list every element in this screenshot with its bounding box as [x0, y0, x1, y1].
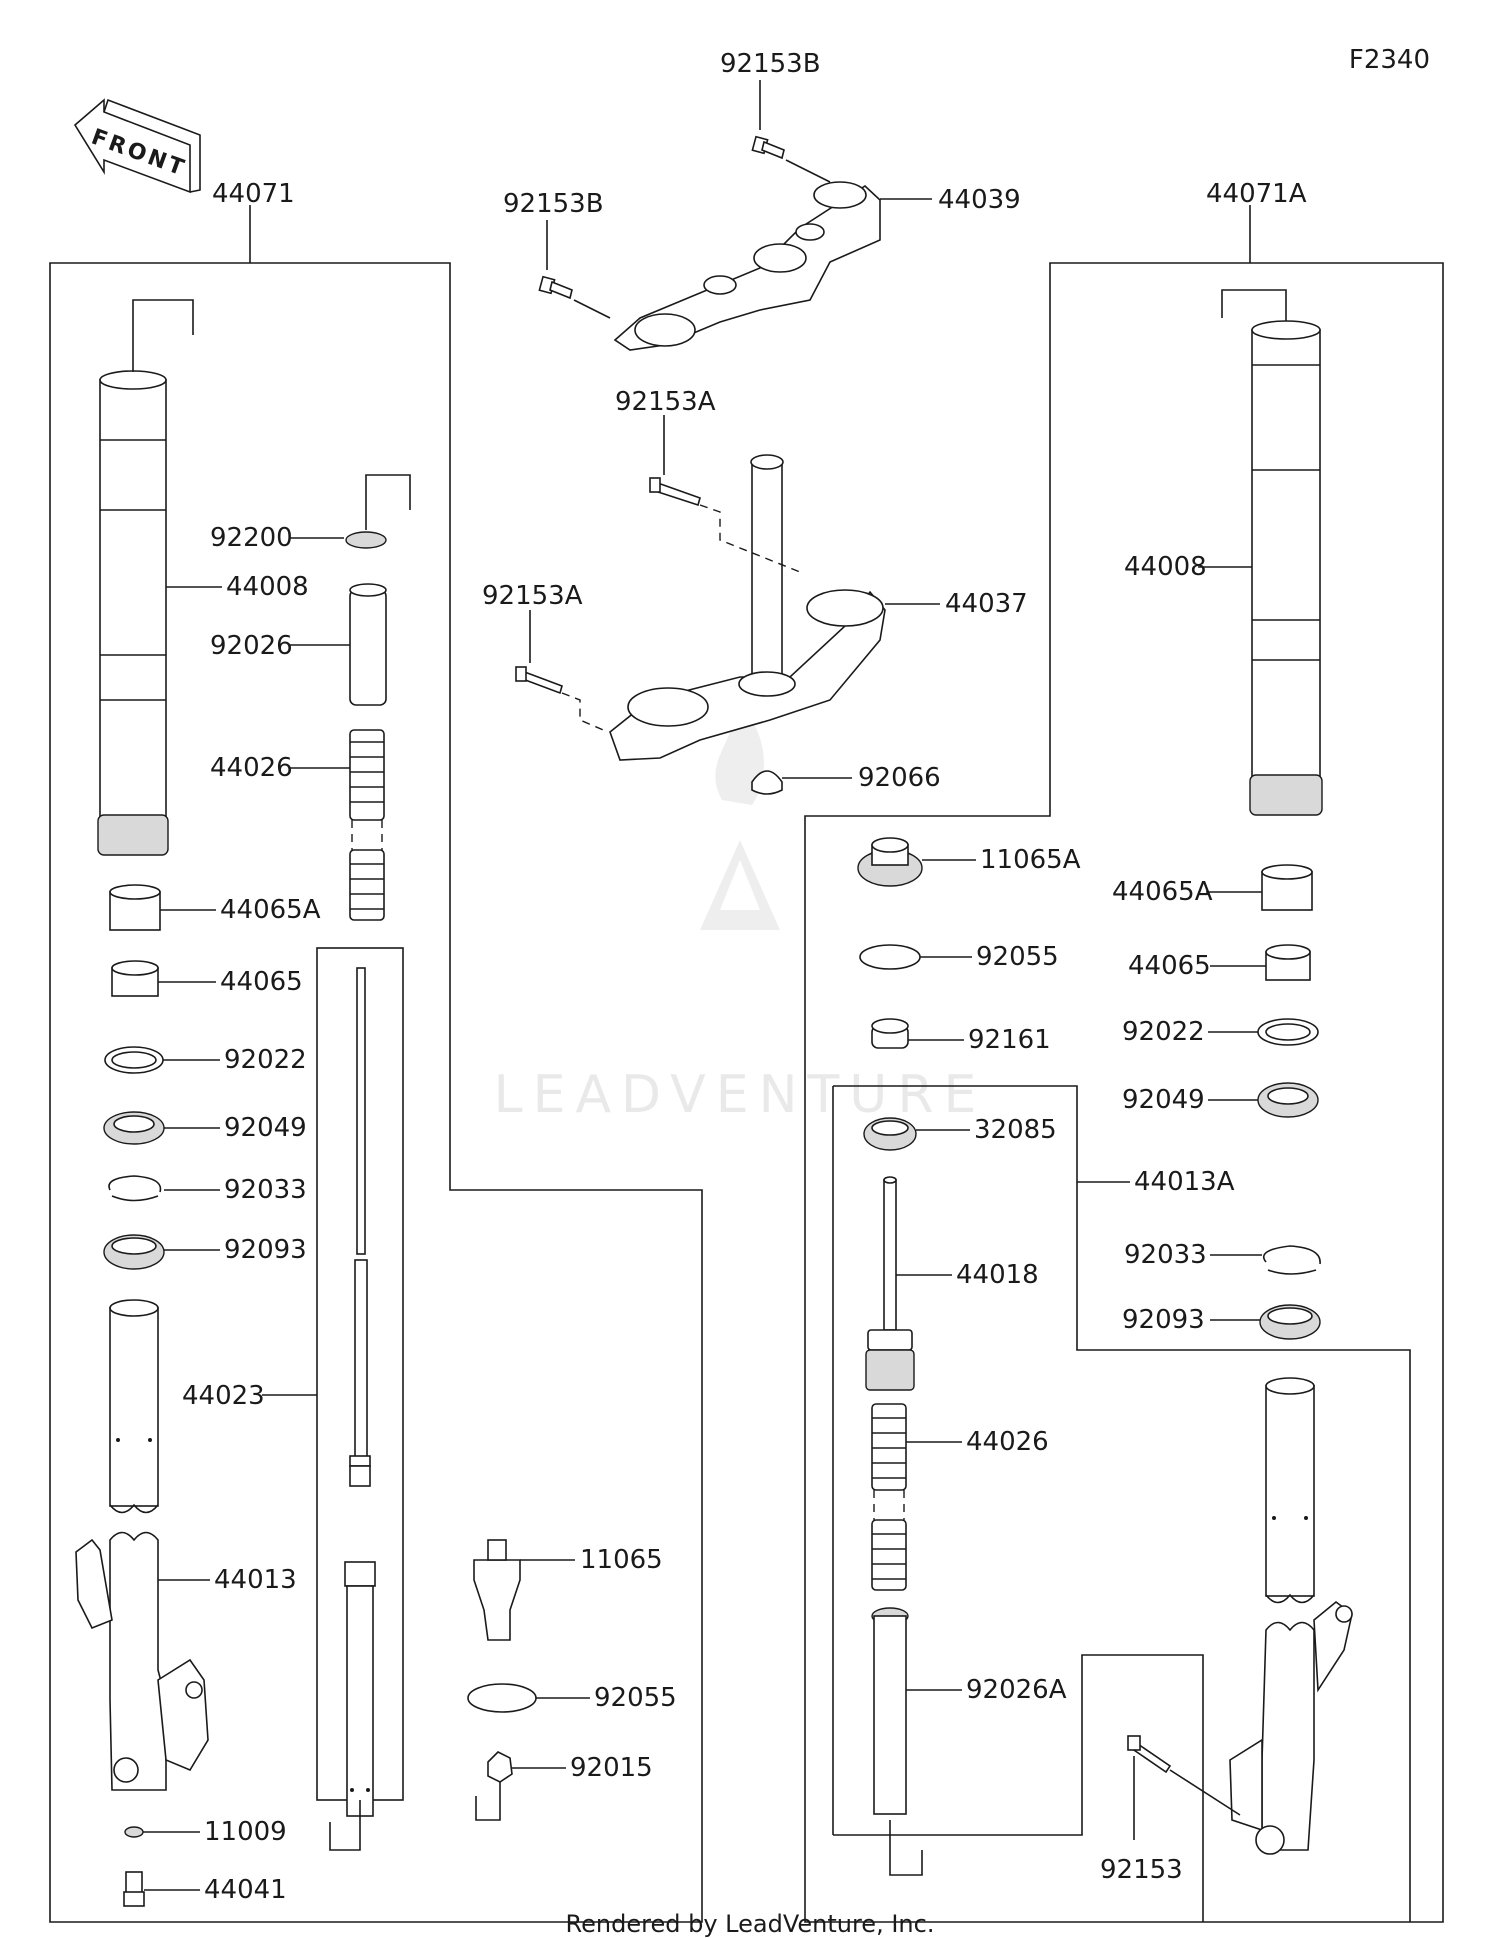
- bolt-92153a-top: [649, 477, 701, 507]
- label-92153: 92153: [1100, 1855, 1183, 1885]
- label-11065: 11065: [580, 1545, 663, 1575]
- inner-tube-right: [1265, 1377, 1315, 1604]
- label-92093-left: 92093: [224, 1235, 307, 1265]
- spring-44026-left: [349, 729, 385, 921]
- right-fork-frame: [804, 262, 1444, 1923]
- outer-tube-right: [1249, 320, 1323, 816]
- cap-bolt-11065a: [857, 837, 923, 887]
- cap-bolt-11065: [473, 1539, 521, 1641]
- spacer-92026a: [871, 1607, 909, 1815]
- label-44041: 44041: [204, 1875, 287, 1905]
- spring-44026-right: [871, 1403, 907, 1591]
- circlip-92033-left: [108, 1175, 162, 1202]
- label-44026-right: 44026: [966, 1427, 1049, 1457]
- label-92055-center: 92055: [594, 1683, 677, 1713]
- collar-92200: [345, 531, 387, 549]
- label-11009: 11009: [204, 1817, 287, 1847]
- label-92161: 92161: [968, 1025, 1051, 1055]
- nut-92161: [871, 1018, 909, 1049]
- label-44071: 44071: [212, 179, 295, 209]
- label-44013a: 44013A: [1134, 1167, 1235, 1197]
- part-labels: 92153B 44039 92153B 44071 44071A 92153A …: [182, 49, 1307, 1905]
- label-44037: 44037: [945, 589, 1028, 619]
- label-92153b-left: 92153B: [503, 189, 604, 219]
- washer-92022-left: [104, 1046, 164, 1074]
- label-92055-right: 92055: [976, 942, 1059, 972]
- label-44071a: 44071A: [1206, 179, 1307, 209]
- spacer-92026: [349, 583, 387, 706]
- washer-11009: [124, 1826, 144, 1838]
- label-92153b-top: 92153B: [720, 49, 821, 79]
- label-44013: 44013: [214, 1565, 297, 1595]
- label-92200: 92200: [210, 523, 293, 553]
- bushing-44065-right: [1265, 944, 1311, 981]
- bolt-92153b-left: [538, 275, 573, 300]
- diagram-code: F2340: [1349, 45, 1430, 75]
- label-92153a-top: 92153A: [615, 387, 716, 417]
- bolt-92153: [1127, 1735, 1172, 1774]
- nut-92015: [487, 1751, 513, 1783]
- label-44026-left: 44026: [210, 753, 293, 783]
- label-44018: 44018: [956, 1260, 1039, 1290]
- label-44039: 44039: [938, 185, 1021, 215]
- label-92049-left: 92049: [224, 1113, 307, 1143]
- watermark-text: LEADVENTURE: [494, 1065, 987, 1125]
- bolt-92153b-top: [751, 135, 785, 160]
- label-11065a: 11065A: [980, 845, 1081, 875]
- front-arrow-icon: FRONT: [73, 98, 201, 194]
- label-92066: 92066: [858, 763, 941, 793]
- label-44065a-right: 44065A: [1112, 877, 1213, 907]
- circlip-92033-right: [1262, 1245, 1321, 1275]
- upper-triple-clamp: [613, 181, 881, 351]
- o-ring-92055-left: [467, 1683, 537, 1713]
- washer-92022-right: [1257, 1018, 1319, 1046]
- damper-rod-44023: [344, 967, 376, 1817]
- dust-seal-92093-right: [1259, 1304, 1321, 1340]
- oil-seal-92049-left: [103, 1111, 165, 1145]
- label-92093-right: 92093: [1122, 1305, 1205, 1335]
- label-92033-left: 92033: [224, 1175, 307, 1205]
- cartridge-frame-right: [833, 1085, 1411, 1922]
- label-44065-right: 44065: [1128, 951, 1211, 981]
- lower-triple-clamp: [609, 454, 886, 795]
- watermark: LEADVENTURE: [494, 700, 987, 1125]
- damper-rod-44018: [865, 1176, 915, 1391]
- label-44065-left: 44065: [220, 967, 303, 997]
- outer-tube-left: [97, 370, 169, 856]
- label-92153a-left: 92153A: [482, 581, 583, 611]
- label-92026: 92026: [210, 631, 293, 661]
- bolt-44041: [123, 1871, 145, 1907]
- label-44065a-left: 44065A: [220, 895, 321, 925]
- label-32085: 32085: [974, 1115, 1057, 1145]
- oil-seal-92049-right: [1257, 1082, 1319, 1118]
- label-92026a: 92026A: [966, 1675, 1067, 1705]
- label-92022-left: 92022: [224, 1045, 307, 1075]
- label-92022-right: 92022: [1122, 1017, 1205, 1047]
- dust-seal-92093-left: [103, 1234, 165, 1270]
- bolt-92153a-left: [515, 666, 563, 695]
- bushing-44065a-left: [109, 884, 161, 931]
- inner-tube-left: [109, 1299, 159, 1514]
- label-44008-left: 44008: [226, 572, 309, 602]
- label-92033-right: 92033: [1124, 1240, 1207, 1270]
- o-ring-92055-right: [859, 944, 921, 970]
- label-44008-right: 44008: [1124, 552, 1207, 582]
- seal-32085: [863, 1117, 917, 1151]
- bushing-44065a-right: [1261, 864, 1313, 911]
- label-44023: 44023: [182, 1381, 265, 1411]
- outer-slider-44013-left: [75, 1531, 209, 1791]
- outer-slider-right: [1229, 1600, 1353, 1855]
- footer-credit: Rendered by LeadVenture, Inc.: [566, 1910, 935, 1938]
- label-92015: 92015: [570, 1753, 653, 1783]
- left-fork-frame: [49, 262, 703, 1923]
- bushing-44065-left: [111, 960, 159, 997]
- label-92049-right: 92049: [1122, 1085, 1205, 1115]
